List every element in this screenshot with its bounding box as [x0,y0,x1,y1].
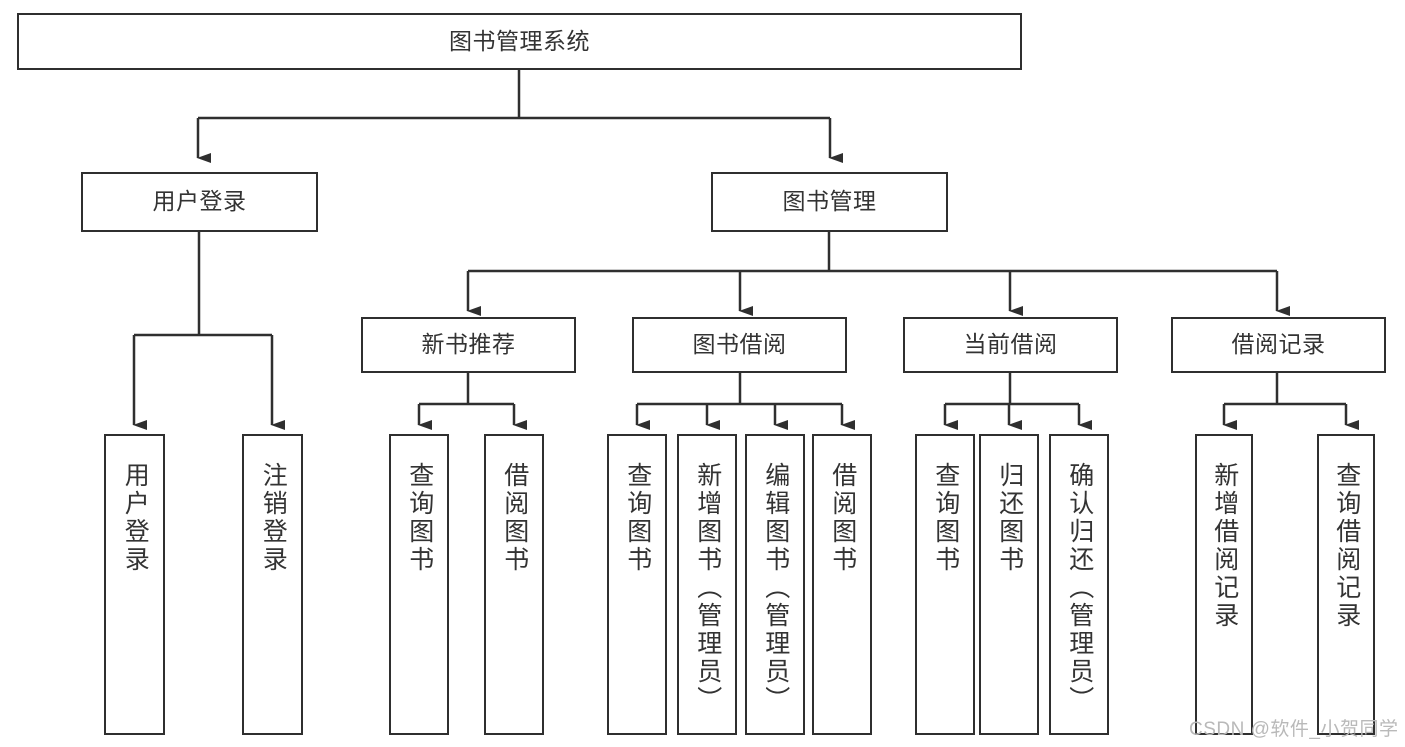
node-label: 查询图书 [931,462,960,574]
node-new-book-recommend[interactable]: 新书推荐 [361,317,576,373]
node-user-login[interactable]: 用户登录 [81,172,318,232]
leaf-add-borrow-record[interactable]: 新增借阅记录 [1195,434,1253,735]
leaf-confirm-return-admin[interactable]: 确认归还（管理员） [1049,434,1109,735]
node-label: 用户登录 [121,462,150,574]
leaf-user-login[interactable]: 用户登录 [104,434,165,735]
node-label: 图书管理 [782,188,877,215]
node-label: 借阅图书 [828,462,857,574]
leaf-query-borrow-record[interactable]: 查询借阅记录 [1317,434,1375,735]
leaf-query-book-current[interactable]: 查询图书 [915,434,975,735]
leaf-edit-book-admin[interactable]: 编辑图书（管理员） [745,434,805,735]
node-label: 图书管理系统 [449,27,590,54]
node-label: 查询借阅记录 [1332,462,1361,630]
leaf-borrow-book-borrow[interactable]: 借阅图书 [812,434,872,735]
node-label: 新书推荐 [421,331,516,358]
leaf-add-book-admin[interactable]: 新增图书（管理员） [677,434,737,735]
node-label: 用户登录 [152,188,247,215]
node-borrow-record[interactable]: 借阅记录 [1171,317,1386,373]
node-label: 编辑图书（管理员） [761,462,790,714]
node-label: 图书借阅 [692,331,787,358]
node-label: 当前借阅 [963,331,1058,358]
node-book-management[interactable]: 图书管理 [711,172,948,232]
leaf-query-book-borrow[interactable]: 查询图书 [607,434,667,735]
node-label: 查询图书 [623,462,652,574]
node-label: 归还图书 [995,462,1024,574]
node-current-borrow[interactable]: 当前借阅 [903,317,1118,373]
node-book-borrow[interactable]: 图书借阅 [632,317,847,373]
leaf-user-logout[interactable]: 注销登录 [242,434,303,735]
node-label: 确认归还（管理员） [1065,462,1094,714]
node-root-book-management-system[interactable]: 图书管理系统 [17,13,1022,70]
node-label: 新增借阅记录 [1210,462,1239,630]
leaf-borrow-book-new-recommend[interactable]: 借阅图书 [484,434,544,735]
node-label: 借阅图书 [500,462,529,574]
node-label: 新增图书（管理员） [693,462,722,714]
leaf-return-book[interactable]: 归还图书 [979,434,1039,735]
node-label: 借阅记录 [1231,331,1326,358]
node-label: 查询图书 [405,462,434,574]
leaf-query-book-new-recommend[interactable]: 查询图书 [389,434,449,735]
node-label: 注销登录 [259,462,288,574]
